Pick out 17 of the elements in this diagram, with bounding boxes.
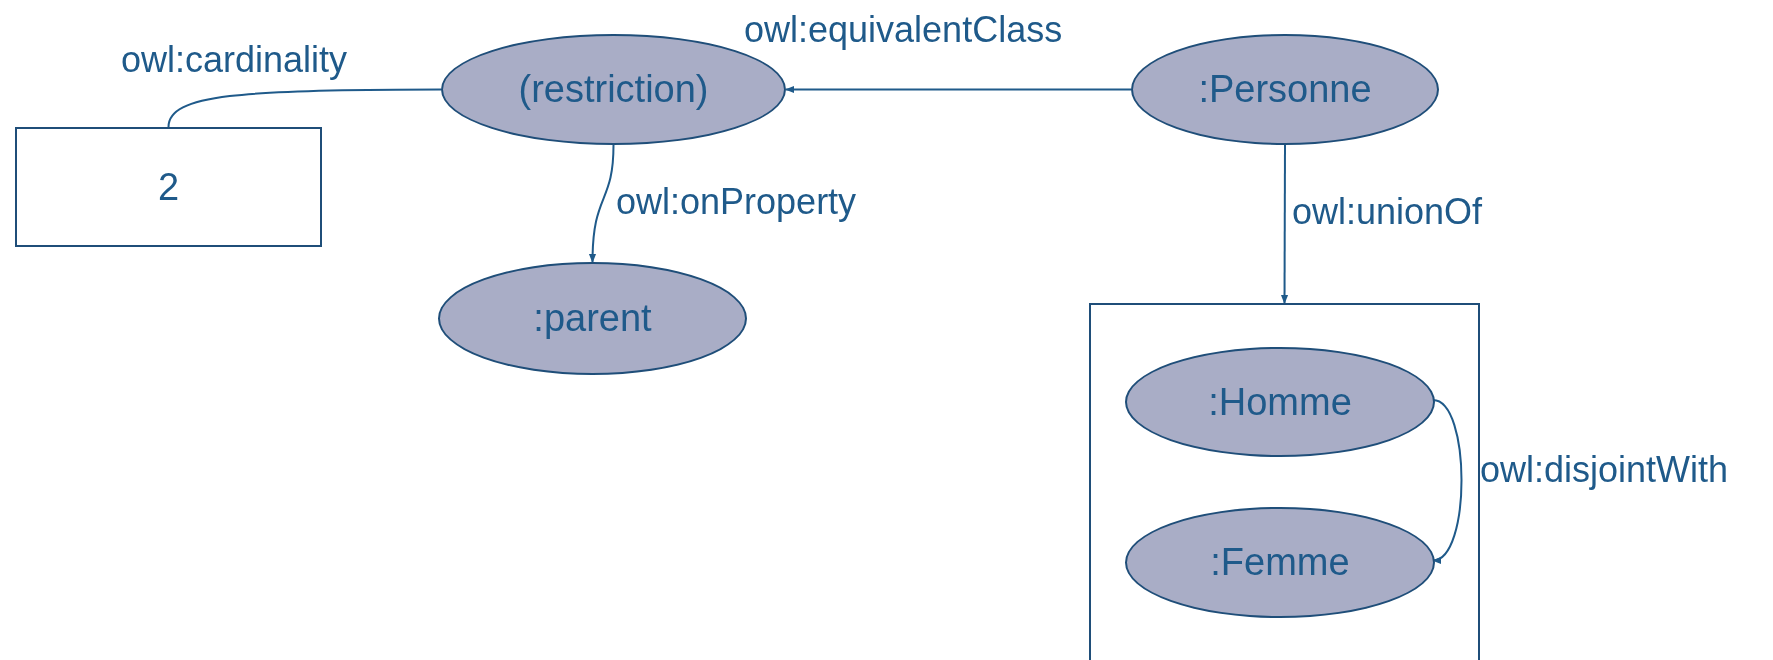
arrow: [589, 144, 615, 263]
node-label: :Homme: [1208, 379, 1352, 425]
node-label: :Personne: [1198, 67, 1372, 112]
arrow: [785, 85, 1132, 94]
edge-label: owl:unionOf: [1292, 190, 1483, 234]
connector-line: [167, 88, 442, 128]
union-box: [1089, 303, 1480, 660]
edge-label: owl:cardinality: [121, 38, 348, 82]
value-box: [15, 127, 322, 247]
node-label: (restriction): [518, 67, 709, 112]
edge-label: owl:equivalentClass: [744, 8, 1063, 52]
node-label: :Femme: [1210, 540, 1350, 585]
edge-label: owl:onProperty: [616, 180, 857, 224]
edge-label: owl:disjointWith: [1480, 448, 1729, 492]
arrow: [1280, 144, 1289, 304]
node-label: :parent: [533, 296, 652, 341]
node-label: 2: [157, 164, 180, 210]
